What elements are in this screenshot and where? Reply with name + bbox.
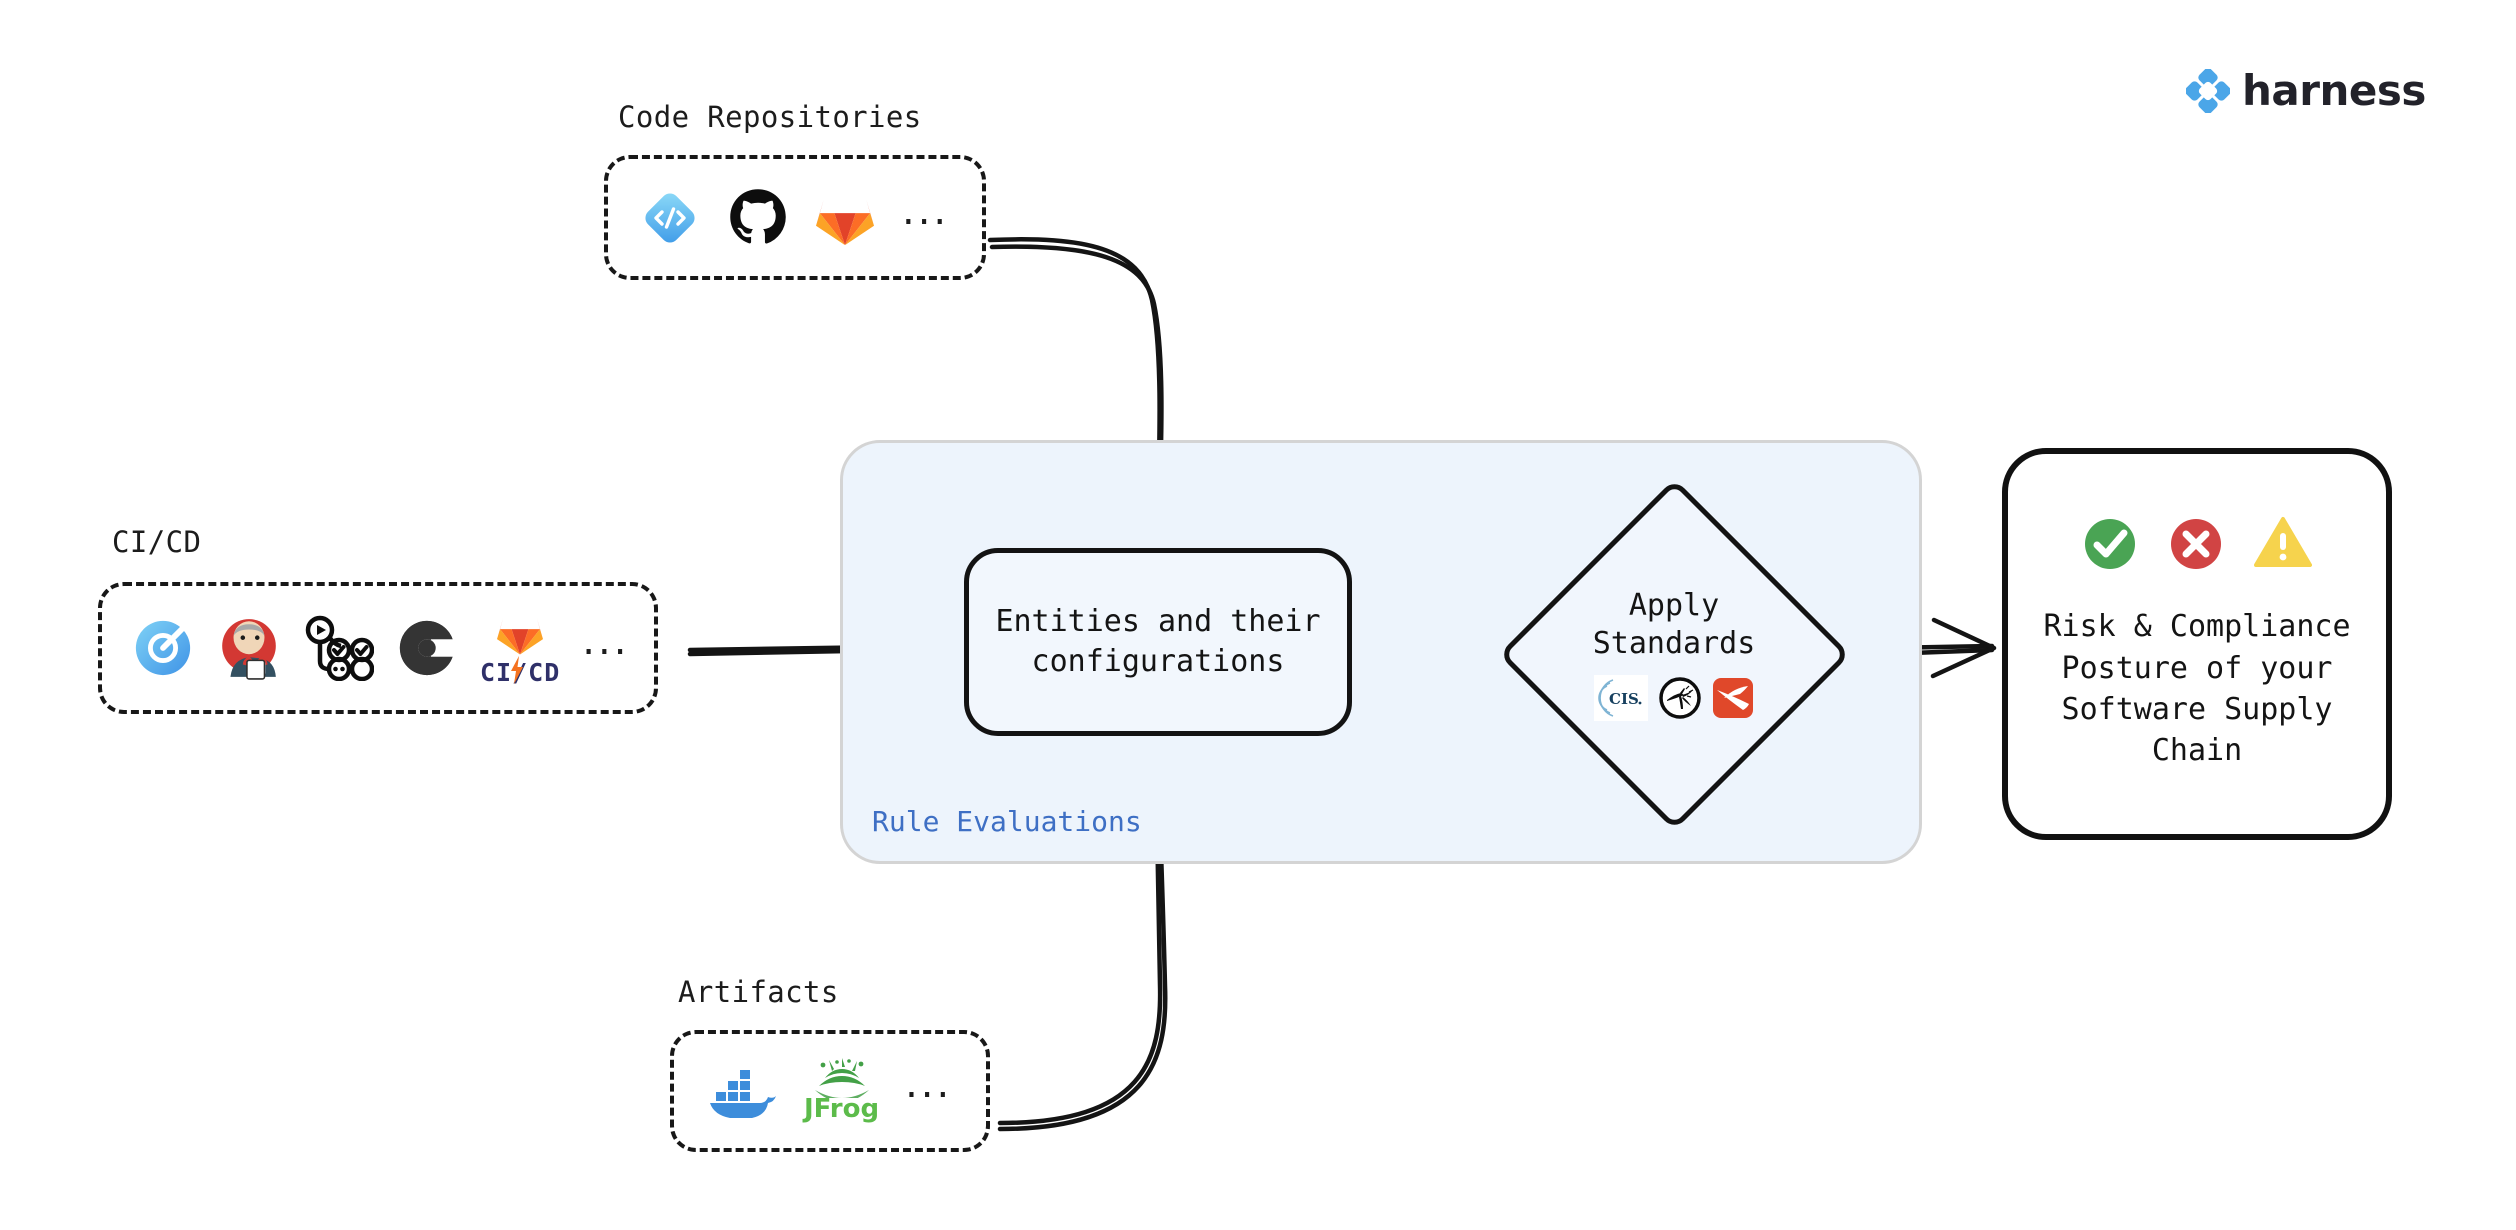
docker-icon — [704, 1061, 778, 1121]
gitlab-cicd-icon: CI/CD — [480, 610, 560, 687]
group-artifacts: JFrog ... — [670, 1030, 990, 1152]
outcome-node: Risk & Compliance Posture of your Softwa… — [2002, 448, 2392, 840]
jfrog-caption: JFrog — [804, 1094, 880, 1124]
lightning-bolt-icon — [510, 655, 523, 684]
warning-triangle-icon — [2254, 516, 2312, 572]
group-label-ci-cd: CI/CD — [112, 525, 202, 559]
standards-node-line1: Apply — [1628, 587, 1720, 623]
artifacts-more-indicator: ... — [905, 1061, 953, 1107]
code-repositories-more-indicator: ... — [902, 187, 950, 234]
svg-text:CIS: CIS — [1609, 690, 1639, 708]
group-label-code-repositories: Code Repositories — [618, 100, 922, 134]
outcome-node-line2: Posture of your — [2061, 650, 2333, 686]
standards-node-line2: Standards — [1592, 626, 1756, 661]
entities-node-line1: Entities and their — [995, 603, 1321, 639]
check-circle-icon — [2082, 516, 2138, 572]
gitlab-icon — [814, 189, 876, 247]
harness-diamond-logo-icon — [2186, 68, 2230, 113]
ci-cd-more-indicator: ... — [582, 618, 630, 664]
jenkins-icon — [216, 615, 282, 681]
x-circle-icon — [2168, 516, 2224, 572]
outcome-node-line1: Risk & Compliance — [2043, 609, 2351, 645]
outcome-node-line4: Chain — [2151, 733, 2243, 769]
harness-code-icon — [638, 186, 702, 250]
github-actions-icon — [304, 615, 374, 681]
github-icon — [728, 188, 788, 248]
entities-node: Entities and their configurations — [964, 548, 1352, 736]
group-label-artifacts: Artifacts — [678, 975, 839, 1009]
harness-ci-icon — [132, 617, 194, 679]
outcome-node-line3: Software Supply — [2061, 692, 2333, 727]
circleci-icon — [396, 617, 458, 679]
standards-node: Apply Standards CIS — [1497, 477, 1851, 831]
harness-logo: harness — [2186, 66, 2426, 115]
cis-icon: CIS — [1594, 675, 1648, 722]
rule-evaluations-label: Rule Evaluations — [872, 805, 1142, 838]
harness-wordmark: harness — [2242, 66, 2426, 115]
slsa-icon — [1712, 677, 1754, 719]
owasp-icon — [1658, 676, 1702, 720]
jfrog-icon: JFrog — [804, 1058, 879, 1124]
entities-node-line2: configurations — [1031, 644, 1285, 679]
group-ci-cd: CI/CD ... — [98, 582, 658, 714]
group-code-repositories: ... — [604, 155, 986, 280]
